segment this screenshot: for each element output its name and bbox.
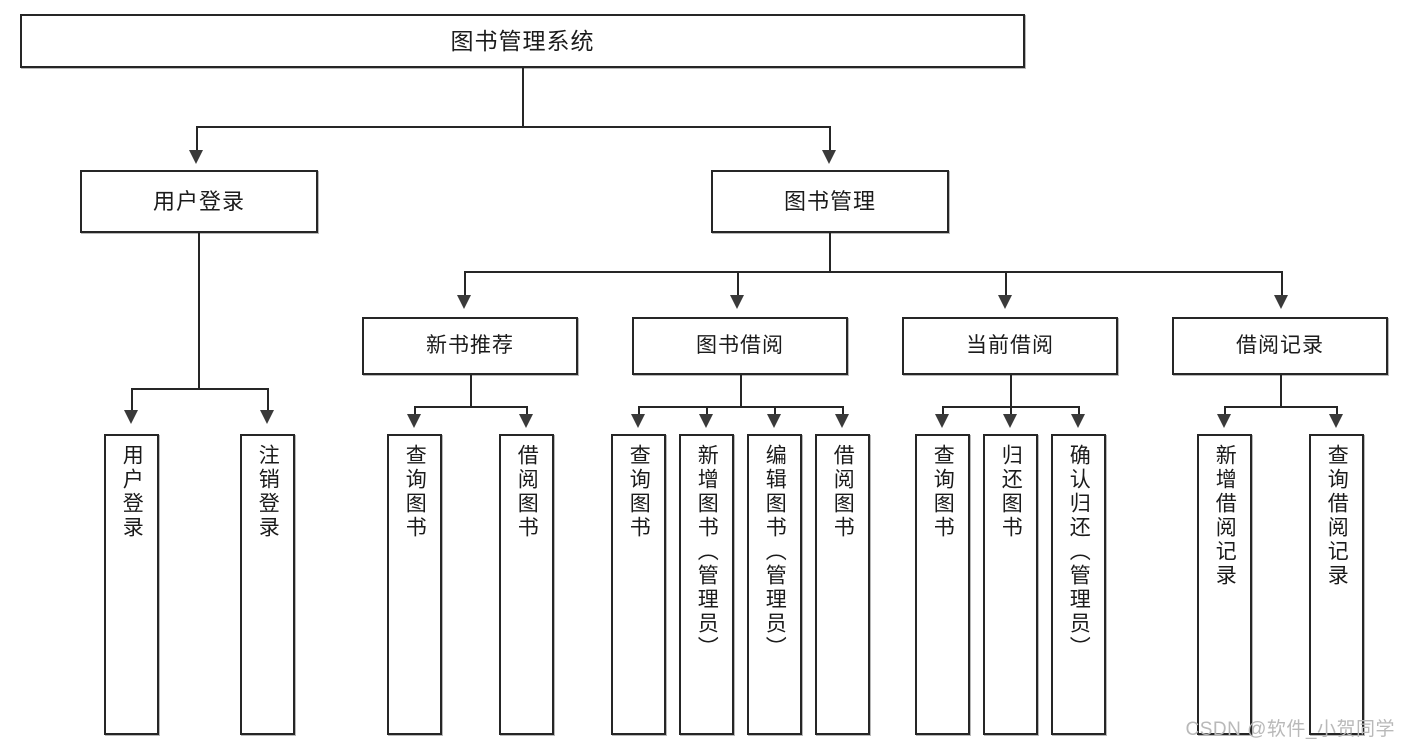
- connector-borrow-record-stem: [1280, 375, 1282, 406]
- leaf-borrow-record-query-record[interactable]: 查询借阅记录: [1309, 434, 1364, 735]
- node-borrow-record[interactable]: 借阅记录: [1172, 317, 1388, 375]
- watermark-text: CSDN @软件_小贺同学: [1185, 719, 1395, 740]
- node-label: 查询借阅记录: [1325, 444, 1349, 588]
- leaf-new-book-borrow-book[interactable]: 借阅图书: [499, 434, 554, 735]
- leaf-book-borrow-add-book-admin[interactable]: 新增图书（管理员）: [679, 434, 734, 735]
- connector-new-book-to-leaf-2: [526, 406, 528, 414]
- arrow-current-borrow-to-leaf-1: [935, 414, 949, 428]
- arrow-new-book-to-leaf-1: [407, 414, 421, 428]
- arrow-root-to-user-login: [189, 150, 203, 164]
- connector-bm-to-current-borrow: [1005, 271, 1007, 295]
- arrow-borrow-record-to-leaf-2: [1329, 414, 1343, 428]
- connector-book-borrow-stem: [740, 375, 742, 406]
- node-label: 新增图书（管理员）: [695, 444, 719, 660]
- connector-new-book-bus: [414, 406, 526, 408]
- leaf-user-login-logout[interactable]: 注销登录: [240, 434, 295, 735]
- leaf-new-book-query-book[interactable]: 查询图书: [387, 434, 442, 735]
- connector-book-management-bus: [464, 271, 1281, 273]
- node-current-borrow[interactable]: 当前借阅: [902, 317, 1118, 375]
- arrow-user-login-to-leaf-1: [124, 410, 138, 424]
- connector-book-borrow-to-leaf-4: [842, 406, 844, 414]
- arrow-bm-to-borrow-record: [1274, 295, 1288, 309]
- node-label: 确认归还（管理员）: [1067, 444, 1091, 660]
- node-label: 当前借阅: [966, 333, 1054, 357]
- connector-user-login-to-leaf-2: [267, 388, 269, 410]
- connector-borrow-record-bus: [1224, 406, 1336, 408]
- node-label: 编辑图书（管理员）: [763, 444, 787, 660]
- arrow-new-book-to-leaf-2: [519, 414, 533, 428]
- connector-book-borrow-to-leaf-2: [706, 406, 708, 414]
- connector-user-login-to-leaf-1: [131, 388, 133, 410]
- node-label: 查询图书: [403, 444, 427, 540]
- leaf-current-borrow-confirm-return-admin[interactable]: 确认归还（管理员）: [1051, 434, 1106, 735]
- connector-new-book-stem: [470, 375, 472, 406]
- arrow-current-borrow-to-leaf-3: [1071, 414, 1085, 428]
- arrow-borrow-record-to-leaf-1: [1217, 414, 1231, 428]
- connector-root-stem: [522, 68, 524, 126]
- leaf-current-borrow-return-book[interactable]: 归还图书: [983, 434, 1038, 735]
- arrow-root-to-book-management: [822, 150, 836, 164]
- node-label: 图书管理系统: [450, 27, 595, 54]
- arrow-bm-to-book-borrow: [730, 295, 744, 309]
- node-label: 用户登录: [120, 444, 144, 540]
- node-user-login[interactable]: 用户登录: [80, 170, 318, 233]
- arrow-user-login-to-leaf-2: [260, 410, 274, 424]
- node-label: 借阅记录: [1236, 333, 1324, 357]
- node-label: 图书管理: [783, 188, 876, 214]
- connector-root-to-book-management: [829, 126, 831, 150]
- connector-book-borrow-to-leaf-3: [774, 406, 776, 414]
- connector-new-book-to-leaf-1: [414, 406, 416, 414]
- arrow-bm-to-new-book: [457, 295, 471, 309]
- connector-book-management-stem: [829, 233, 831, 271]
- connector-bm-to-new-book: [464, 271, 466, 295]
- connector-current-borrow-to-leaf-1: [942, 406, 944, 414]
- node-label: 用户登录: [152, 188, 245, 214]
- connector-book-borrow-to-leaf-1: [638, 406, 640, 414]
- node-label: 查询图书: [931, 444, 955, 540]
- arrow-book-borrow-to-leaf-1: [631, 414, 645, 428]
- node-label: 归还图书: [999, 444, 1023, 540]
- connector-root-to-user-login: [196, 126, 198, 150]
- leaf-current-borrow-query-book[interactable]: 查询图书: [915, 434, 970, 735]
- connector-user-login-stem: [198, 233, 200, 388]
- node-root-book-management-system[interactable]: 图书管理系统: [20, 14, 1025, 68]
- node-label: 新增借阅记录: [1213, 444, 1237, 588]
- leaf-book-borrow-edit-book-admin[interactable]: 编辑图书（管理员）: [747, 434, 802, 735]
- node-book-borrow[interactable]: 图书借阅: [632, 317, 848, 375]
- node-label: 新书推荐: [426, 333, 514, 357]
- node-label: 注销登录: [256, 444, 280, 540]
- leaf-user-login-login[interactable]: 用户登录: [104, 434, 159, 735]
- node-label: 借阅图书: [831, 444, 855, 540]
- leaf-book-borrow-borrow-book[interactable]: 借阅图书: [815, 434, 870, 735]
- connector-current-borrow-to-leaf-3: [1078, 406, 1080, 414]
- arrow-book-borrow-to-leaf-3: [767, 414, 781, 428]
- leaf-borrow-record-add-record[interactable]: 新增借阅记录: [1197, 434, 1252, 735]
- connector-borrow-record-to-leaf-1: [1224, 406, 1226, 414]
- connector-borrow-record-to-leaf-2: [1336, 406, 1338, 414]
- node-label: 图书借阅: [696, 333, 784, 357]
- connector-user-login-bus: [131, 388, 267, 390]
- connector-current-borrow-to-leaf-2: [1010, 406, 1012, 414]
- connector-root-bus: [196, 126, 830, 128]
- node-new-book-recommend[interactable]: 新书推荐: [362, 317, 578, 375]
- leaf-book-borrow-query-book[interactable]: 查询图书: [611, 434, 666, 735]
- connector-bm-to-borrow-record: [1281, 271, 1283, 295]
- node-label: 借阅图书: [515, 444, 539, 540]
- connector-book-borrow-bus: [638, 406, 842, 408]
- node-label: 查询图书: [627, 444, 651, 540]
- arrow-bm-to-current-borrow: [998, 295, 1012, 309]
- arrow-book-borrow-to-leaf-4: [835, 414, 849, 428]
- connector-current-borrow-stem: [1010, 375, 1012, 406]
- connector-bm-to-book-borrow: [737, 271, 739, 295]
- node-book-management[interactable]: 图书管理: [711, 170, 949, 233]
- arrow-book-borrow-to-leaf-2: [699, 414, 713, 428]
- arrow-current-borrow-to-leaf-2: [1003, 414, 1017, 428]
